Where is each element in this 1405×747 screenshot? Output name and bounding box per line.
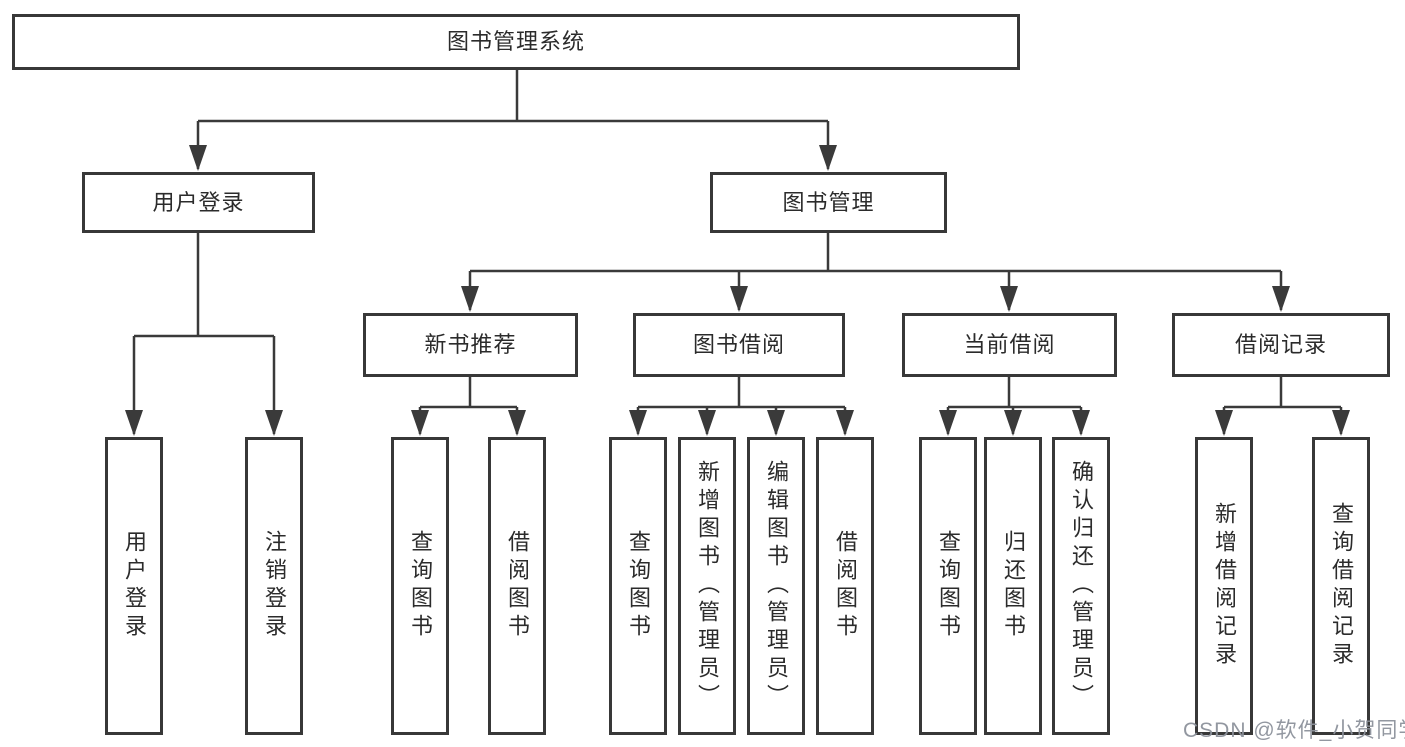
node-leaf-br-add: 新增借阅记录 [1195, 437, 1253, 735]
connector-book-borrow-rail [638, 377, 845, 409]
node-leaf-br-query-label: 查询借阅记录 [1329, 502, 1354, 670]
connector-current-borrow-rail [948, 377, 1081, 409]
connector-root-rail [198, 70, 828, 123]
node-leaf-bb-query-label: 查询图书 [626, 530, 651, 642]
node-user-login-label: 用户登录 [152, 189, 245, 215]
node-leaf-cb-query: 查询图书 [919, 437, 977, 735]
node-borrow-record: 借阅记录 [1172, 313, 1390, 377]
node-leaf-bb-edit-label: 编辑图书（管理员） [764, 460, 789, 712]
node-borrow-record-label: 借阅记录 [1234, 332, 1327, 357]
node-root: 图书管理系统 [12, 14, 1020, 70]
connector-book-mgmt-rail [470, 233, 1281, 273]
node-leaf-bb-add: 新增图书（管理员） [678, 437, 736, 735]
node-leaf-cb-confirm-label: 确认归还（管理员） [1069, 460, 1094, 712]
csdn-watermark: CSDN @软件_小贺同学 [1183, 719, 1405, 742]
node-leaf-br-add-label: 新增借阅记录 [1212, 502, 1237, 670]
node-current-borrow: 当前借阅 [902, 313, 1117, 377]
node-root-label: 图书管理系统 [446, 29, 585, 54]
node-leaf-cb-return-label: 归还图书 [1001, 530, 1026, 642]
node-leaf-cb-query-label: 查询图书 [936, 530, 961, 642]
node-leaf-bb-add-label: 新增图书（管理员） [695, 460, 720, 712]
node-current-borrow-label: 当前借阅 [963, 332, 1056, 357]
node-leaf-bb-edit: 编辑图书（管理员） [747, 437, 805, 735]
node-leaf-rec-query: 查询图书 [391, 437, 449, 735]
node-leaf-bb-query: 查询图书 [609, 437, 667, 735]
node-book-mgmt: 图书管理 [710, 172, 947, 233]
node-user-login: 用户登录 [82, 172, 315, 233]
node-leaf-cb-return: 归还图书 [984, 437, 1042, 735]
node-leaf-rec-query-label: 查询图书 [408, 530, 433, 642]
node-leaf-user-login: 用户登录 [105, 437, 163, 735]
node-leaf-logout-label: 注销登录 [262, 530, 287, 642]
node-leaf-bb-borrow: 借阅图书 [816, 437, 874, 735]
node-leaf-rec-borrow: 借阅图书 [488, 437, 546, 735]
node-leaf-rec-borrow-label: 借阅图书 [505, 530, 530, 642]
node-leaf-bb-borrow-label: 借阅图书 [833, 530, 858, 642]
node-leaf-br-query: 查询借阅记录 [1312, 437, 1370, 735]
node-leaf-user-login-label: 用户登录 [122, 530, 147, 642]
node-book-borrow-label: 图书借阅 [692, 332, 785, 357]
node-book-mgmt-label: 图书管理 [782, 189, 875, 215]
connector-borrow-record-rail [1224, 377, 1341, 409]
connector-new-book-rec-rail [420, 377, 517, 409]
node-new-book-rec: 新书推荐 [363, 313, 578, 377]
connector-user-login-rail [134, 233, 274, 338]
node-new-book-rec-label: 新书推荐 [424, 332, 517, 357]
node-leaf-logout: 注销登录 [245, 437, 303, 735]
node-book-borrow: 图书借阅 [633, 313, 845, 377]
node-leaf-cb-confirm: 确认归还（管理员） [1052, 437, 1110, 735]
